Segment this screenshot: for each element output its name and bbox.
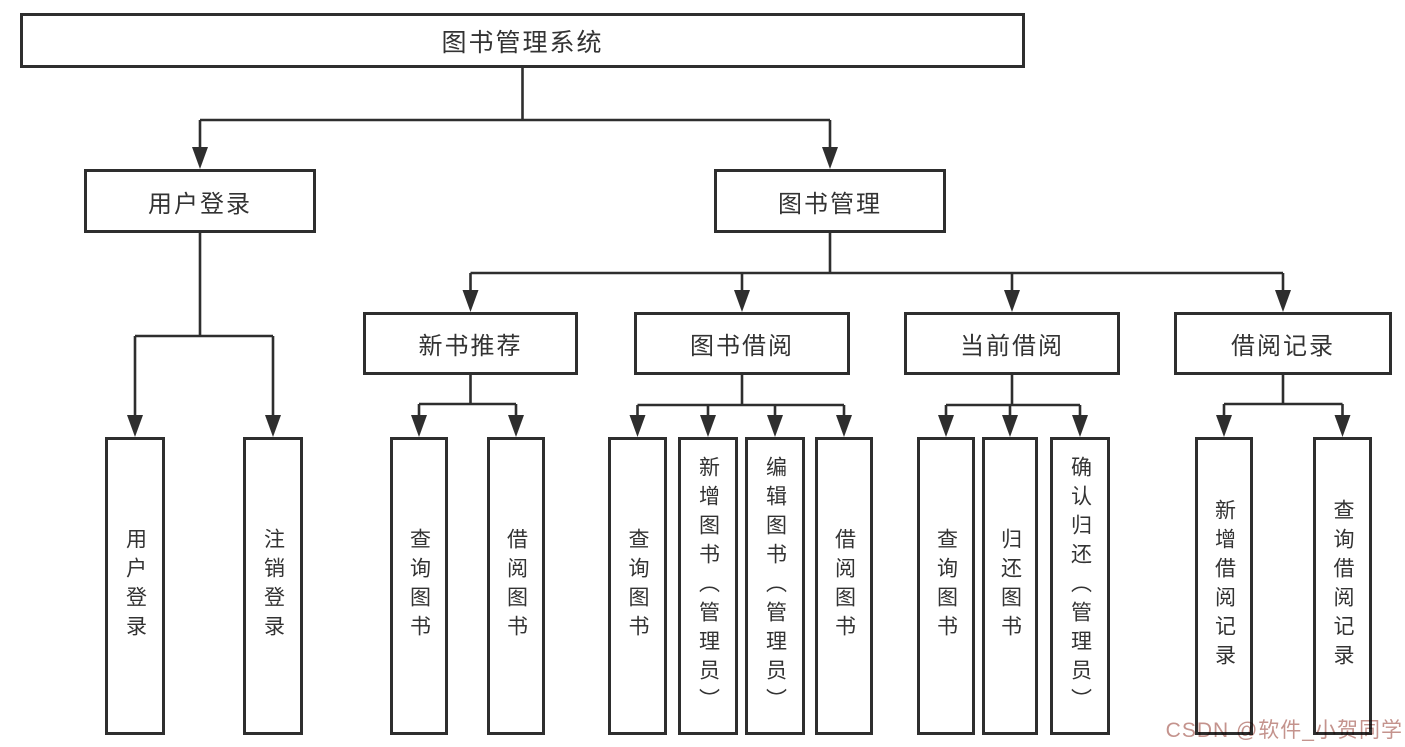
arrowhead-icon bbox=[508, 415, 524, 437]
edge-new-book-rec bbox=[411, 375, 524, 437]
arrowhead-icon bbox=[734, 290, 750, 312]
arrowhead-icon bbox=[265, 415, 281, 437]
node-label: 借阅记录 bbox=[1231, 333, 1335, 360]
node-cur-confirm-return: 确认归还（管理员） bbox=[1050, 437, 1110, 735]
node-label: 编辑图书（管理员） bbox=[763, 455, 787, 717]
arrowhead-icon bbox=[836, 415, 852, 437]
node-label: 图书借阅 bbox=[690, 333, 794, 360]
edge-borrow-record bbox=[1216, 375, 1351, 437]
node-book-borrow: 图书借阅 bbox=[634, 312, 850, 375]
edge-current-borrow bbox=[938, 375, 1088, 437]
arrowhead-icon bbox=[1072, 415, 1088, 437]
arrowhead-icon bbox=[1002, 415, 1018, 437]
node-label: 查询图书 bbox=[934, 528, 958, 644]
arrowhead-icon bbox=[411, 415, 427, 437]
arrowhead-icon bbox=[127, 415, 143, 437]
node-leaf-user-login: 用户登录 bbox=[105, 437, 165, 735]
arrowhead-icon bbox=[822, 147, 838, 169]
watermark: CSDN @软件_小贺同学 bbox=[1165, 719, 1403, 742]
arrowhead-icon bbox=[192, 147, 208, 169]
node-label: 图书管理系统 bbox=[441, 28, 604, 57]
arrowhead-icon bbox=[938, 415, 954, 437]
edge-book-mgmt bbox=[462, 233, 1291, 312]
node-label: 当前借阅 bbox=[960, 333, 1064, 360]
node-cur-query-book: 查询图书 bbox=[917, 437, 975, 735]
node-label: 新增图书（管理员） bbox=[696, 455, 720, 717]
arrowhead-icon bbox=[1004, 290, 1020, 312]
node-bb-borrow-book: 借阅图书 bbox=[815, 437, 873, 735]
node-label: 借阅图书 bbox=[504, 528, 528, 644]
node-bb-edit-book: 编辑图书（管理员） bbox=[745, 437, 805, 735]
node-label: 用户登录 bbox=[148, 190, 252, 218]
edge-user-login bbox=[127, 233, 281, 437]
arrowhead-icon bbox=[629, 415, 646, 437]
node-label: 用户登录 bbox=[123, 528, 147, 644]
node-bb-add-book: 新增图书（管理员） bbox=[678, 437, 738, 735]
edge-book-borrow bbox=[629, 375, 852, 437]
node-borrow-record: 借阅记录 bbox=[1174, 312, 1392, 375]
node-rec-borrow-book: 借阅图书 bbox=[487, 437, 545, 735]
node-label: 归还图书 bbox=[998, 528, 1022, 644]
arrowhead-icon bbox=[1275, 290, 1291, 312]
node-new-book-rec: 新书推荐 bbox=[363, 312, 578, 375]
node-leaf-logout: 注销登录 bbox=[243, 437, 303, 735]
arrowhead-icon bbox=[767, 415, 783, 437]
node-label: 查询图书 bbox=[626, 528, 650, 644]
node-label: 借阅图书 bbox=[832, 528, 856, 644]
node-label: 查询图书 bbox=[407, 528, 431, 644]
node-user-login: 用户登录 bbox=[84, 169, 316, 233]
node-label: 新增借阅记录 bbox=[1212, 499, 1236, 673]
node-label: 注销登录 bbox=[261, 528, 285, 644]
node-book-mgmt: 图书管理 bbox=[714, 169, 946, 233]
node-br-query-record: 查询借阅记录 bbox=[1313, 437, 1372, 735]
arrowhead-icon bbox=[462, 290, 479, 312]
node-bb-query-book: 查询图书 bbox=[608, 437, 667, 735]
node-br-add-record: 新增借阅记录 bbox=[1195, 437, 1253, 735]
node-label: 图书管理 bbox=[778, 190, 882, 218]
arrowhead-icon bbox=[700, 415, 716, 437]
edge-root bbox=[192, 68, 838, 169]
node-cur-return-book: 归还图书 bbox=[982, 437, 1038, 735]
arrowhead-icon bbox=[1334, 415, 1351, 437]
arrowhead-icon bbox=[1216, 415, 1232, 437]
node-root: 图书管理系统 bbox=[20, 13, 1025, 68]
node-label: 查询借阅记录 bbox=[1331, 499, 1355, 673]
node-label: 确认归还（管理员） bbox=[1068, 455, 1092, 717]
node-current-borrow: 当前借阅 bbox=[904, 312, 1120, 375]
node-rec-query-book: 查询图书 bbox=[390, 437, 448, 735]
node-label: 新书推荐 bbox=[418, 333, 523, 360]
